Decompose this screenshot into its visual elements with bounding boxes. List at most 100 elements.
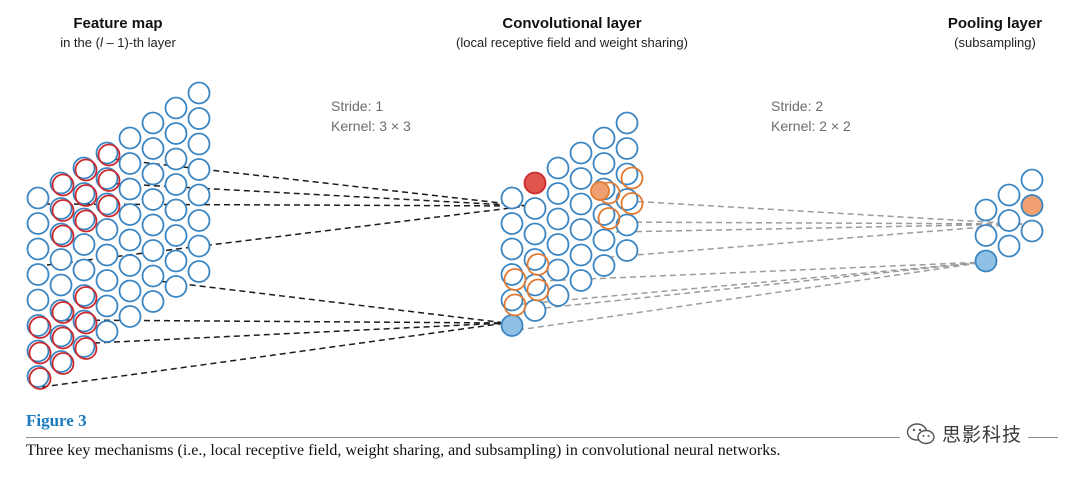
feature-map-node: [26, 263, 50, 286]
feature-map-node: [118, 305, 142, 328]
pooling-window-circles: [503, 166, 644, 317]
conv-node: [615, 162, 639, 186]
feature-map-node: [187, 107, 211, 130]
pool-node-active-blue: [974, 249, 998, 273]
pooling-window-node-filled: [590, 181, 610, 201]
receptive-field-node: [28, 367, 52, 390]
connection-lines: [41, 157, 1023, 388]
feature-map-node: [118, 254, 142, 277]
receptive-field-node: [51, 199, 75, 222]
conv-node: [546, 182, 570, 205]
feature-map-node: [141, 111, 165, 135]
pooling-layer-subtitle: (subsampling): [954, 35, 1036, 50]
feature-map-node: [26, 212, 50, 235]
feature-map-node: [118, 177, 142, 201]
pooling-window-node: [620, 192, 644, 215]
conv-node: [546, 258, 570, 282]
feature-map-node: [95, 294, 119, 318]
conv-node-active-top: [523, 171, 547, 195]
feature-map-node: [164, 96, 188, 120]
feature-map-node: [95, 218, 119, 241]
feature-map-node: [141, 239, 165, 262]
pooling-layer-grid: [974, 168, 1044, 273]
feature-map-node: [164, 173, 188, 196]
conv-node: [569, 192, 593, 216]
watermark: 思影科技: [900, 420, 1029, 447]
feature-map-node: [187, 209, 211, 232]
feature-map-subtitle: in the (l – 1)-th layer: [60, 35, 176, 50]
feature-map-node: [164, 147, 188, 171]
conv-node: [592, 228, 616, 252]
wechat-icon: [906, 422, 935, 444]
pooling-window-node: [526, 253, 550, 276]
figure-divider: [26, 437, 1058, 438]
conv-node: [569, 167, 593, 190]
receptive-field-node: [97, 194, 121, 218]
pool-line-bottom-3: [517, 261, 987, 331]
pool-node-active-orange: [1020, 194, 1044, 217]
feature-map-node: [49, 273, 73, 297]
pool-kernel-label: Kernel: 2 × 2: [771, 118, 851, 134]
receptive-field-node: [51, 224, 75, 248]
feature-map-node: [49, 248, 73, 271]
conv-stride-label: Stride: 1: [331, 98, 383, 114]
receptive-line-bottom-2: [73, 322, 507, 345]
feature-map-node: [187, 132, 211, 156]
conv-node: [592, 203, 616, 226]
receptive-line-top-2: [43, 203, 528, 207]
feature-map-node: [187, 81, 211, 105]
feature-map-node: [187, 234, 211, 258]
feature-map-node: [164, 198, 188, 222]
feature-map-node: [141, 264, 165, 288]
pool-node: [974, 224, 998, 247]
conv-node: [546, 156, 570, 180]
feature-map-node: [26, 288, 50, 312]
pool-node: [1020, 168, 1044, 192]
conv-node: [546, 233, 570, 256]
feature-map-node: [26, 237, 50, 261]
feature-map-node: [118, 203, 142, 226]
receptive-field-node: [74, 286, 98, 309]
receptive-field-node: [51, 352, 75, 375]
conv-node: [615, 111, 639, 135]
feature-map-node: [141, 213, 165, 237]
feature-map-node: [187, 183, 211, 207]
feature-map-node: [72, 233, 96, 256]
pooling-window-node: [597, 207, 621, 230]
pool-line-top-2: [615, 223, 1023, 233]
pool-node: [997, 209, 1021, 232]
conv-node: [569, 141, 593, 165]
conv-node-active-bottom: [500, 314, 524, 337]
receptive-field-node: [28, 316, 52, 339]
receptive-field-node: [74, 158, 98, 182]
conv-node: [523, 299, 547, 322]
conv-node: [569, 218, 593, 241]
feature-map-node: [95, 320, 119, 343]
feature-map-node: [141, 188, 165, 211]
feature-map-node: [187, 260, 211, 283]
conv-node: [500, 186, 524, 210]
conv-node: [500, 212, 524, 235]
receptive-field-node: [74, 311, 98, 335]
receptive-line-bottom-3: [41, 322, 507, 388]
conv-node: [546, 207, 570, 231]
feature-map-node: [118, 126, 142, 150]
conv-node: [523, 222, 547, 246]
feature-map-node: [164, 122, 188, 145]
conv-node: [615, 239, 639, 262]
conv-layer-grid: [500, 111, 639, 337]
figure-caption: Three key mechanisms (i.e., local recept…: [26, 442, 781, 459]
receptive-field-node: [28, 341, 52, 365]
conv-node: [569, 243, 593, 267]
receptive-field-node: [51, 326, 75, 350]
feature-map-node: [187, 158, 211, 181]
conv-layer-title: Convolutional layer: [502, 15, 641, 32]
conv-node: [546, 284, 570, 307]
conv-kernel-label: Kernel: 3 × 3: [331, 118, 411, 134]
pool-line-bottom-0: [539, 261, 987, 282]
pool-node: [997, 234, 1021, 258]
figure-label: Figure 3: [26, 411, 87, 430]
feature-map-node: [164, 224, 188, 247]
receptive-field-node: [51, 301, 75, 324]
conv-node: [592, 126, 616, 150]
